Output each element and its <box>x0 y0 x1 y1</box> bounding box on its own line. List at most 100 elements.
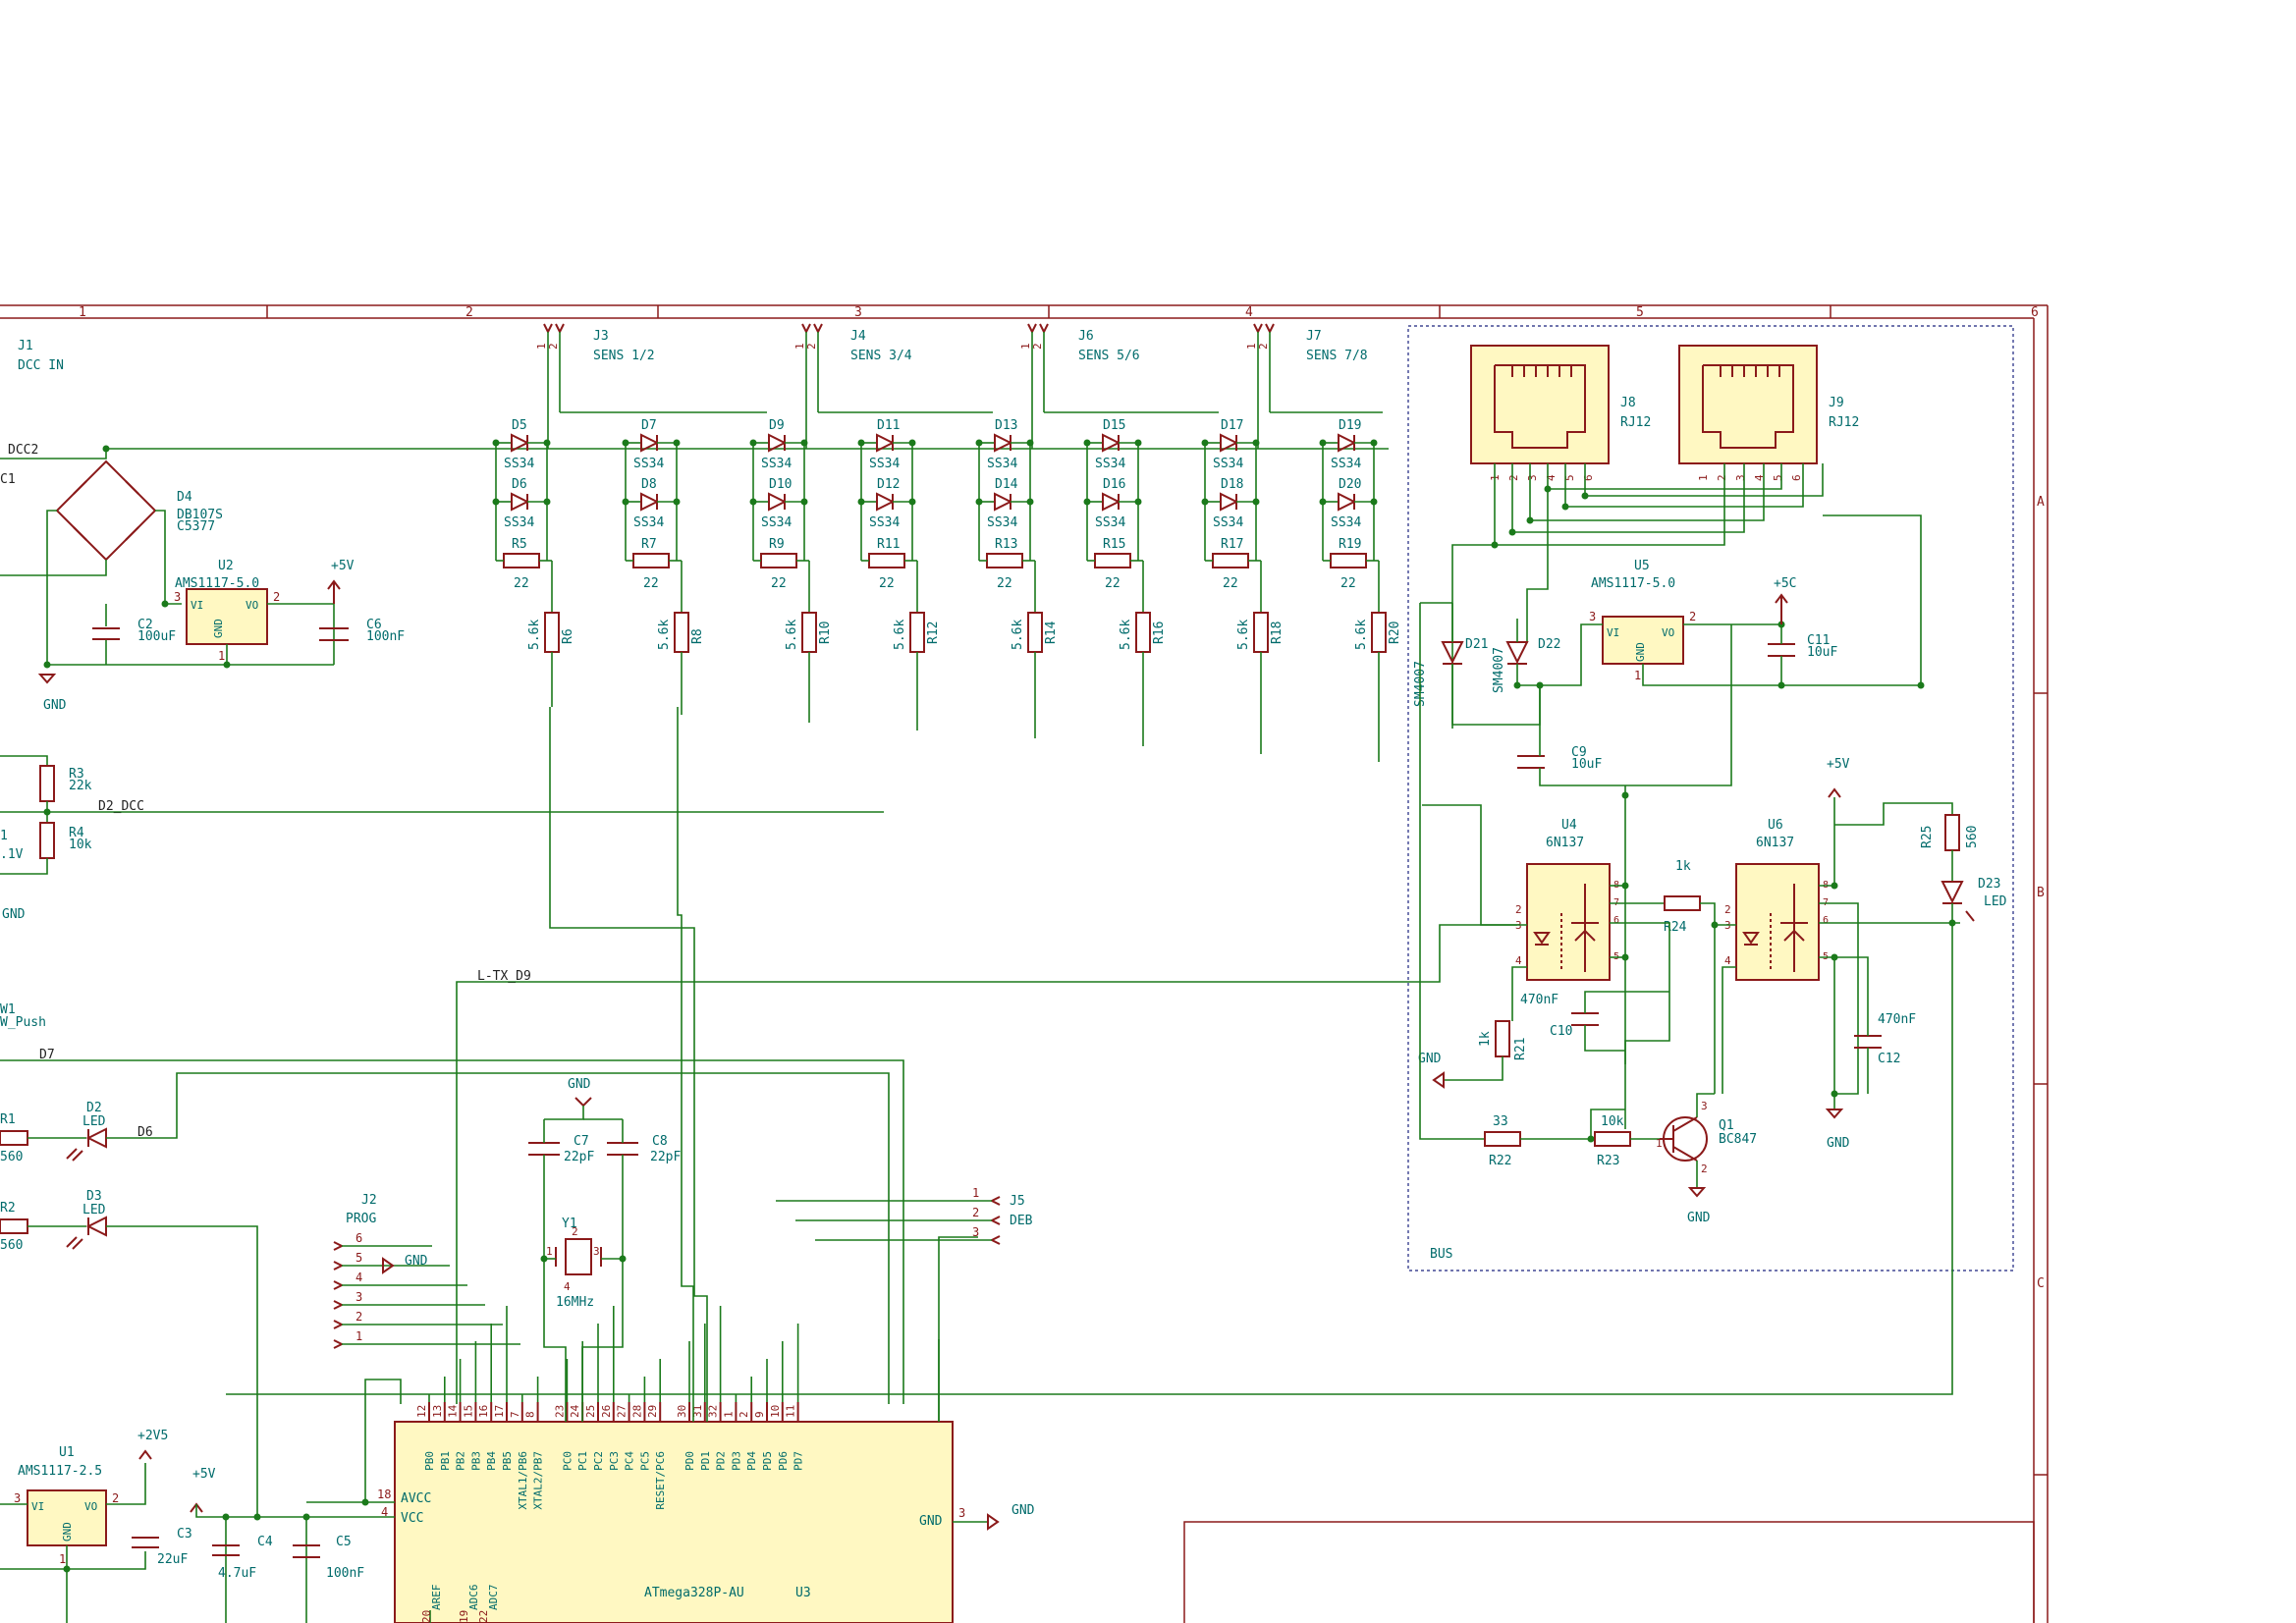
mcu-pin-num: 29 <box>646 1405 659 1418</box>
mcu-pin-num: 10 <box>769 1405 782 1418</box>
series-res-value: 22 <box>997 576 1012 591</box>
series-resistor <box>868 553 905 568</box>
u2-value: AMS1117-5.0 <box>175 576 259 591</box>
mcu-vcc-pin: 4 <box>381 1505 388 1519</box>
r2-value: 560 <box>0 1238 23 1253</box>
sheet-frame <box>0 304 2049 1623</box>
bus-label: BUS <box>1430 1247 1452 1262</box>
r21-resistor <box>1495 1020 1510 1057</box>
series-res-ref: R9 <box>769 537 785 552</box>
j5-value: DEB <box>1010 1214 1033 1228</box>
sensor-diode-top <box>1102 433 1121 453</box>
d3-ref: D3 <box>86 1189 102 1204</box>
mcu-pin-num: 26 <box>600 1405 613 1418</box>
r1-ref: R1 <box>0 1112 16 1127</box>
mcu-pin-num: 31 <box>691 1405 704 1418</box>
sensor-diode-value: SS34 <box>987 515 1017 530</box>
sensor-diode-top <box>994 433 1013 453</box>
junction-dot <box>1370 498 1378 506</box>
u4-value: 6N137 <box>1546 836 1584 850</box>
j2-pin-num: 5 <box>355 1251 362 1265</box>
d23-ref: D23 <box>1978 877 2000 892</box>
j4-ref: J4 <box>850 329 866 344</box>
sensor-diode-value: SS34 <box>1095 457 1125 471</box>
series-resistor <box>760 553 797 568</box>
rj12-pin-num: 2 <box>1716 474 1728 481</box>
j2-pin-num: 3 <box>355 1290 362 1304</box>
c10-value: 470nF <box>1520 993 1558 1007</box>
j2-pin-num: 1 <box>355 1329 362 1343</box>
c4-value: 4.7uF <box>218 1566 256 1581</box>
junction-dot <box>492 439 500 447</box>
j5-pin-num: 1 <box>972 1186 979 1200</box>
c9-value: 10uF <box>1571 757 1602 772</box>
pull-resistor <box>1253 612 1269 653</box>
j1-ref: J1 <box>18 339 33 353</box>
series-res-ref: R15 <box>1103 537 1125 552</box>
mcu-pin-name: PC2 <box>592 1451 605 1471</box>
sensor-diode-bottom <box>876 492 896 512</box>
rj12-pin-num: 5 <box>1563 474 1576 481</box>
c10-ref: C10 <box>1550 1024 1572 1039</box>
j3-ref: J3 <box>593 329 609 344</box>
mcu-adc6-num: 19 <box>458 1610 470 1623</box>
mcu-pin-name: PB3 <box>469 1451 482 1471</box>
mcu-gnd-net: GND <box>1011 1503 1035 1518</box>
r21-ref: R21 <box>1513 1038 1528 1060</box>
series-res-value: 22 <box>879 576 895 591</box>
junction-dot <box>622 439 629 447</box>
opto-pin-num: 6 <box>1823 915 1829 926</box>
junction-dot <box>857 439 865 447</box>
u6-gnd-label: GND <box>1827 1136 1850 1151</box>
pull-res-ref: R12 <box>926 622 941 644</box>
u5-pin2: 2 <box>1689 610 1696 623</box>
rj12-pin-num: 4 <box>1753 474 1766 481</box>
frame-row-b: B <box>2037 886 2045 900</box>
u1-2v5-label: +2V5 <box>137 1429 168 1443</box>
u4-opto-symbol <box>1533 884 1599 972</box>
sensor-diode-top <box>1338 433 1357 453</box>
j2-ref: J2 <box>361 1193 377 1208</box>
sensor-diode-ref: D8 <box>641 477 657 492</box>
u1-value: AMS1117-2.5 <box>18 1464 102 1479</box>
sensor-diode-top <box>511 433 530 453</box>
frame-row-a: A <box>2037 495 2045 510</box>
sensor-diode-bottom <box>768 492 788 512</box>
mcu-pin-num: 16 <box>477 1405 490 1418</box>
rj12-pin-num: 5 <box>1772 474 1784 481</box>
j5-pin-num: 3 <box>972 1225 979 1239</box>
j6-value: SENS 5/6 <box>1078 349 1140 363</box>
d2-ref: D2 <box>86 1101 102 1115</box>
mcu-pin-name: PD3 <box>730 1451 742 1471</box>
rj12-pin-num: 3 <box>1734 474 1747 481</box>
mcu-pin-num: 28 <box>630 1405 643 1418</box>
junction-dot <box>1026 439 1034 447</box>
d2-led <box>66 1127 107 1162</box>
sensor-diode-bottom <box>994 492 1013 512</box>
sensor-diode-bottom <box>1338 492 1357 512</box>
sensor-diode-ref: D20 <box>1339 477 1361 492</box>
c3-ref: C3 <box>177 1527 192 1542</box>
gnd-label-2: GND <box>2 907 26 922</box>
u2-vo: VO <box>246 599 258 612</box>
frame-col-4: 4 <box>1245 305 1253 320</box>
sensor-connector-pin <box>1265 323 1275 335</box>
c7-value: 22pF <box>564 1150 594 1164</box>
sensor-diode-ref: D5 <box>512 418 527 433</box>
r3-value: 22k <box>69 779 92 793</box>
d22-value: SM4007 <box>1492 647 1506 693</box>
mcu-pin-num: 8 <box>524 1411 537 1418</box>
y1-pin3: 3 <box>593 1245 600 1258</box>
mcu-pin-group: 12PB013PB114PB215PB316PB417PB57XTAL1/PB6… <box>415 1306 805 1510</box>
pull-res-ref: R6 <box>561 628 575 644</box>
pull-res-value: 5.6k <box>893 620 907 650</box>
mcu-pin-name: PD6 <box>777 1451 790 1471</box>
sensor-connector-pin <box>1039 323 1049 335</box>
j1-value: DCC IN <box>18 358 64 373</box>
sensor-diode-value: SS34 <box>869 515 900 530</box>
mcu-ref: U3 <box>795 1586 811 1600</box>
junction-dot <box>908 439 916 447</box>
u1-body <box>27 1489 107 1546</box>
